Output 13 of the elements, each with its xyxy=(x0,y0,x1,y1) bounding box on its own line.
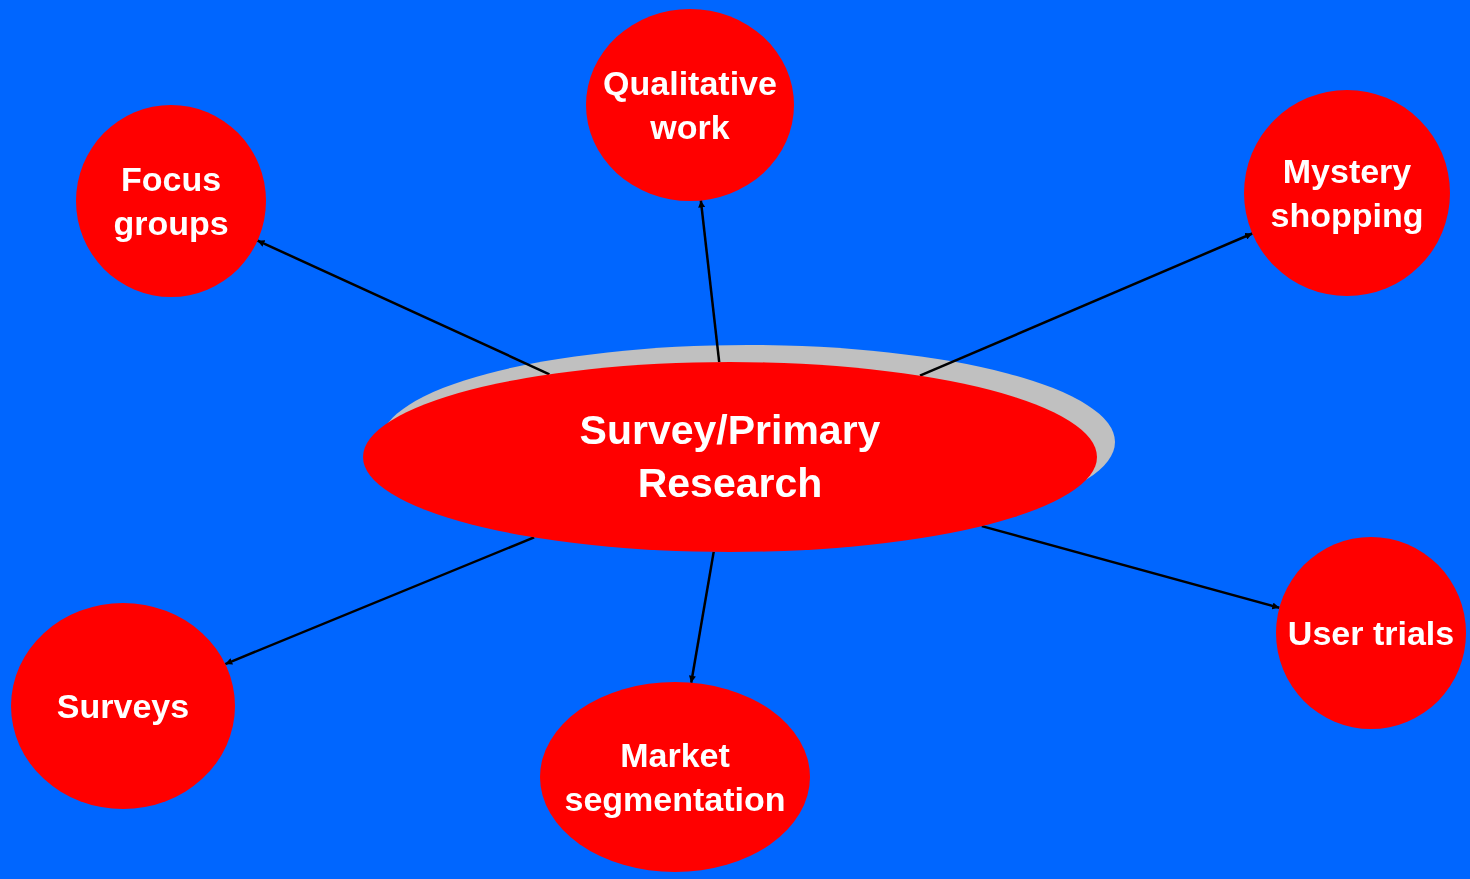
node-label: Market segmentation xyxy=(563,734,787,820)
arrow xyxy=(257,239,550,376)
arrow xyxy=(688,551,715,683)
node-label: Mystery shopping xyxy=(1269,150,1425,236)
node-label: Focus groups xyxy=(112,158,230,244)
node-label: Surveys xyxy=(55,685,191,727)
node-label: User trials xyxy=(1286,612,1456,654)
arrow xyxy=(698,200,721,363)
arrow xyxy=(981,524,1280,610)
node-label: Survey/Primary Research xyxy=(578,405,882,508)
arrow xyxy=(224,536,535,666)
arrow xyxy=(919,232,1253,377)
node-label: Qualitative work xyxy=(602,62,778,148)
